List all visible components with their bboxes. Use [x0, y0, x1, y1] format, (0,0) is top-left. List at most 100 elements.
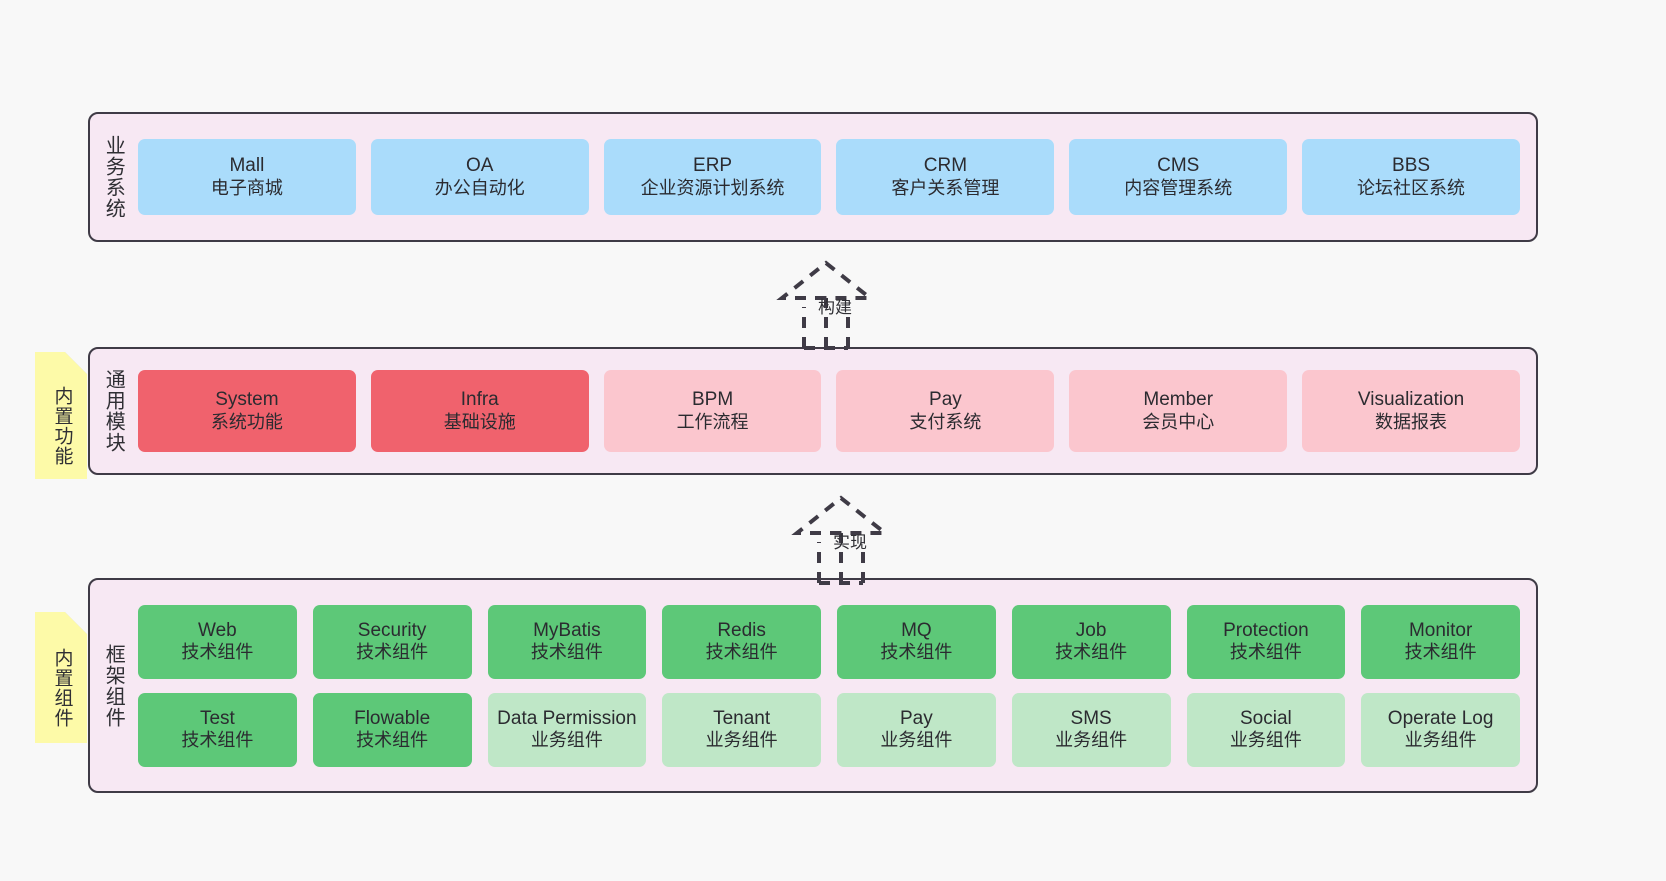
card-infra[interactable]: Infra 基础设施 — [370, 370, 589, 452]
layer-body-framework-component: Web 技术组件 Security 技术组件 MyBatis 技术组件 Redi… — [136, 580, 1536, 791]
card-subtitle: 技术组件 — [1055, 642, 1128, 663]
card-social[interactable]: Social 业务组件 — [1186, 692, 1346, 767]
card-title: MyBatis — [533, 619, 601, 641]
card-subtitle: 技术组件 — [880, 642, 953, 663]
card-subtitle: 业务组件 — [880, 730, 953, 751]
card-title: ERP — [693, 155, 733, 177]
card-job[interactable]: Job 技术组件 — [1011, 604, 1171, 679]
card-subtitle: 技术组件 — [356, 730, 429, 751]
card-subtitle: 基础设施 — [443, 411, 516, 432]
card-protection[interactable]: Protection 技术组件 — [1186, 604, 1346, 679]
card-title: BBS — [1392, 155, 1431, 177]
layer-body-common-module: System 系统功能 Infra 基础设施 BPM 工作流程 Pay 支付系统… — [136, 349, 1536, 473]
card-subtitle: 电子商城 — [210, 177, 283, 198]
card-flowable[interactable]: Flowable 技术组件 — [312, 692, 472, 767]
sticky-note-label: 内置功能 — [51, 385, 73, 466]
card-title: MQ — [901, 619, 932, 641]
card-visualization[interactable]: Visualization 数据报表 — [1302, 370, 1520, 452]
card-subtitle: 技术组件 — [530, 642, 603, 663]
card-subtitle: 业务组件 — [705, 730, 778, 751]
card-title: Pay — [900, 707, 933, 729]
card-monitor[interactable]: Monitor 技术组件 — [1361, 604, 1520, 679]
card-title: CRM — [923, 155, 968, 177]
card-data-permission[interactable]: Data Permission 业务组件 — [487, 692, 647, 767]
card-title: Test — [199, 707, 235, 729]
card-erp[interactable]: ERP 企业资源计划系统 — [603, 139, 822, 215]
card-subtitle: 数据报表 — [1375, 411, 1448, 432]
card-title: Redis — [717, 619, 766, 641]
card-sms[interactable]: SMS 业务组件 — [1011, 692, 1171, 767]
card-title: Infra — [460, 389, 499, 411]
sticky-note-label: 内置组件 — [51, 647, 73, 728]
card-subtitle: 技术组件 — [1229, 642, 1302, 663]
card-subtitle: 会员中心 — [1142, 411, 1215, 432]
card-subtitle: 企业资源计划系统 — [640, 177, 785, 198]
build-arrow-icon — [776, 260, 876, 350]
card-title: Mall — [229, 155, 265, 177]
card-subtitle: 业务组件 — [530, 730, 603, 751]
card-mall[interactable]: Mall 电子商城 — [138, 139, 356, 215]
card-security[interactable]: Security 技术组件 — [312, 604, 472, 679]
card-title: BPM — [691, 389, 734, 411]
card-oa[interactable]: OA 办公自动化 — [370, 139, 589, 215]
card-web[interactable]: Web 技术组件 — [138, 604, 297, 679]
card-title: Job — [1075, 619, 1107, 641]
card-title: Web — [198, 619, 237, 641]
connector-implement: 实现 — [775, 490, 915, 590]
sticky-note-builtin-component: 内置组件 — [35, 612, 87, 743]
card-test[interactable]: Test 技术组件 — [138, 692, 297, 767]
card-subtitle: 客户关系管理 — [891, 177, 1000, 198]
layer-title-business-system: 业务系统 — [102, 135, 125, 219]
card-mybatis[interactable]: MyBatis 技术组件 — [487, 604, 647, 679]
card-subtitle: 技术组件 — [181, 730, 254, 751]
layer-business-system: 业务系统 Mall 电子商城 OA 办公自动化 ERP 企业资源计划系统 CRM… — [88, 112, 1538, 242]
layer-title-framework-component: 框架组件 — [102, 643, 125, 728]
card-operate-log[interactable]: Operate Log 业务组件 — [1361, 692, 1520, 767]
card-member[interactable]: Member 会员中心 — [1069, 370, 1288, 452]
framework-row-business: Test 技术组件 Flowable 技术组件 Data Permission … — [138, 692, 1520, 767]
connector-build-label: 构建 — [818, 298, 852, 317]
card-subtitle: 论坛社区系统 — [1357, 177, 1466, 198]
card-subtitle: 技术组件 — [1404, 642, 1477, 663]
layer-body-business-system: Mall 电子商城 OA 办公自动化 ERP 企业资源计划系统 CRM 客户关系… — [136, 114, 1536, 240]
card-pay[interactable]: Pay 支付系统 — [836, 370, 1055, 452]
card-subtitle: 业务组件 — [1404, 730, 1477, 751]
card-subtitle: 技术组件 — [705, 642, 778, 663]
card-title: OA — [466, 155, 494, 177]
card-system[interactable]: System 系统功能 — [138, 370, 356, 452]
layer-framework-component: 框架组件 Web 技术组件 Security 技术组件 MyBatis 技术组件… — [88, 578, 1538, 793]
card-subtitle: 办公自动化 — [434, 177, 525, 198]
card-title: System — [215, 389, 279, 411]
card-title: Tenant — [713, 707, 771, 729]
card-subtitle: 业务组件 — [1229, 730, 1302, 751]
card-subtitle: 系统功能 — [210, 411, 283, 432]
card-mq[interactable]: MQ 技术组件 — [837, 604, 996, 679]
card-title: Monitor — [1408, 619, 1473, 641]
card-title: Flowable — [354, 707, 431, 729]
card-title: Security — [357, 619, 427, 641]
card-subtitle: 支付系统 — [909, 411, 982, 432]
card-bpm[interactable]: BPM 工作流程 — [603, 370, 822, 452]
card-crm[interactable]: CRM 客户关系管理 — [836, 139, 1055, 215]
card-cms[interactable]: CMS 内容管理系统 — [1069, 139, 1288, 215]
card-bbs[interactable]: BBS 论坛社区系统 — [1302, 139, 1520, 215]
card-subtitle: 技术组件 — [181, 642, 254, 663]
card-title: Pay — [929, 389, 962, 411]
card-redis[interactable]: Redis 技术组件 — [662, 604, 821, 679]
connector-build: 构建 — [760, 255, 900, 355]
card-subtitle: 技术组件 — [356, 642, 429, 663]
card-subtitle: 业务组件 — [1055, 730, 1128, 751]
card-title: Protection — [1223, 619, 1309, 641]
card-subtitle: 内容管理系统 — [1124, 177, 1233, 198]
card-pay-business[interactable]: Pay 业务组件 — [837, 692, 996, 767]
card-title: Social — [1240, 707, 1292, 729]
connector-implement-label: 实现 — [833, 533, 867, 552]
layer-title-common-module: 通用模块 — [102, 369, 125, 453]
implement-arrow-icon — [791, 495, 891, 585]
card-title: Visualization — [1357, 389, 1465, 411]
card-tenant[interactable]: Tenant 业务组件 — [662, 692, 821, 767]
layer-common-module: 通用模块 System 系统功能 Infra 基础设施 BPM 工作流程 Pay… — [88, 347, 1538, 475]
card-title: Member — [1143, 389, 1214, 411]
card-title: Data Permission — [497, 707, 637, 729]
